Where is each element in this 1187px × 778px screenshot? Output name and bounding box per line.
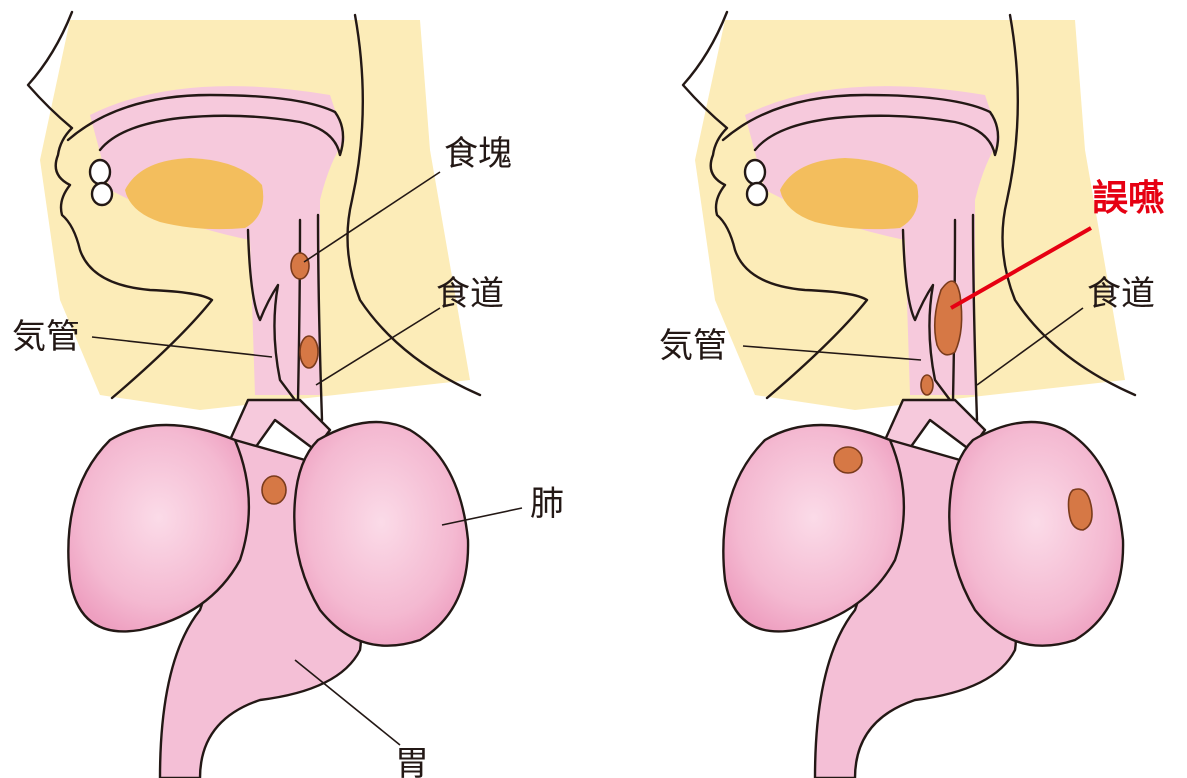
label-esophagus-right: 食道 xyxy=(1087,274,1155,314)
left-bolus-stomach xyxy=(262,476,286,504)
left-bolus-pharynx xyxy=(291,253,309,279)
right-anatomy-illustration xyxy=(683,12,1135,778)
left-panel: 食塊 食道 気管 肺 胃 xyxy=(12,12,564,778)
right-panel: 誤嚥 食道 気管 xyxy=(659,12,1164,778)
label-bolus: 食塊 xyxy=(444,134,512,174)
left-anatomy-illustration xyxy=(28,12,480,778)
label-esophagus-left: 食道 xyxy=(436,274,504,314)
label-stomach: 胃 xyxy=(395,744,429,778)
right-bolus-trachea-small xyxy=(921,375,933,395)
right-bolus-left-lung xyxy=(834,447,862,473)
label-aspiration: 誤嚥 xyxy=(1092,178,1164,219)
leader-stomach xyxy=(295,660,400,745)
label-lung: 肺 xyxy=(530,484,564,524)
right-bolus-right-lung xyxy=(1069,489,1093,530)
left-bolus-esophagus xyxy=(300,336,318,368)
label-trachea-right: 気管 xyxy=(659,326,727,366)
label-trachea-left: 気管 xyxy=(12,317,80,357)
